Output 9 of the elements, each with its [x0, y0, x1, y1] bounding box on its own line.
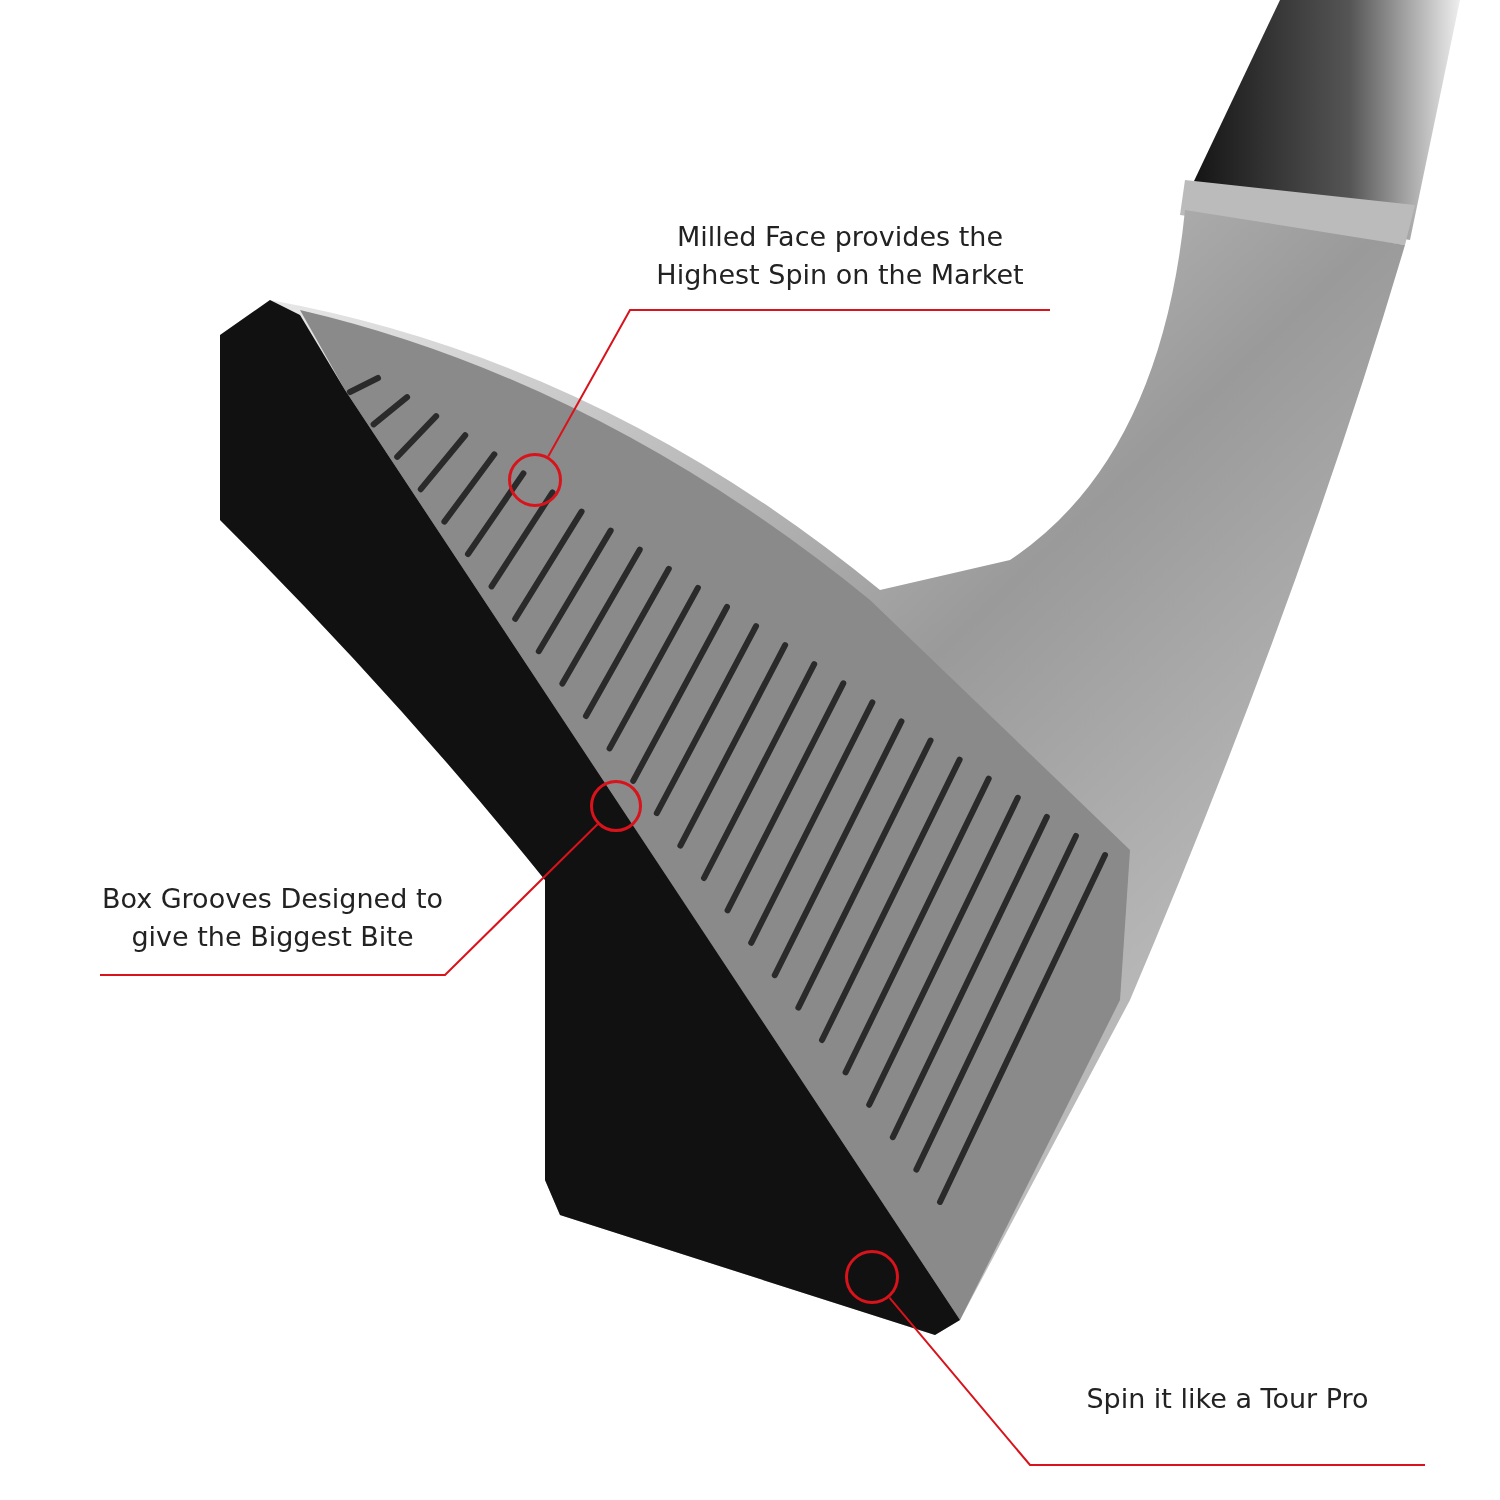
- leader-line: [99, 823, 599, 976]
- callout-text: Spin it like a Tour Pro: [1085, 1382, 1370, 1416]
- callout-text: Milled Face provides the Highest Spin on the Market: [655, 220, 1025, 292]
- highlight-circle: [845, 1250, 899, 1304]
- leader-line: [547, 309, 1051, 458]
- highlight-circle: [590, 780, 642, 832]
- leader-line: [888, 1296, 1426, 1466]
- callout-text: Box Grooves Designed to give the Biggest Bite: [100, 882, 445, 954]
- highlight-circle: [508, 453, 562, 507]
